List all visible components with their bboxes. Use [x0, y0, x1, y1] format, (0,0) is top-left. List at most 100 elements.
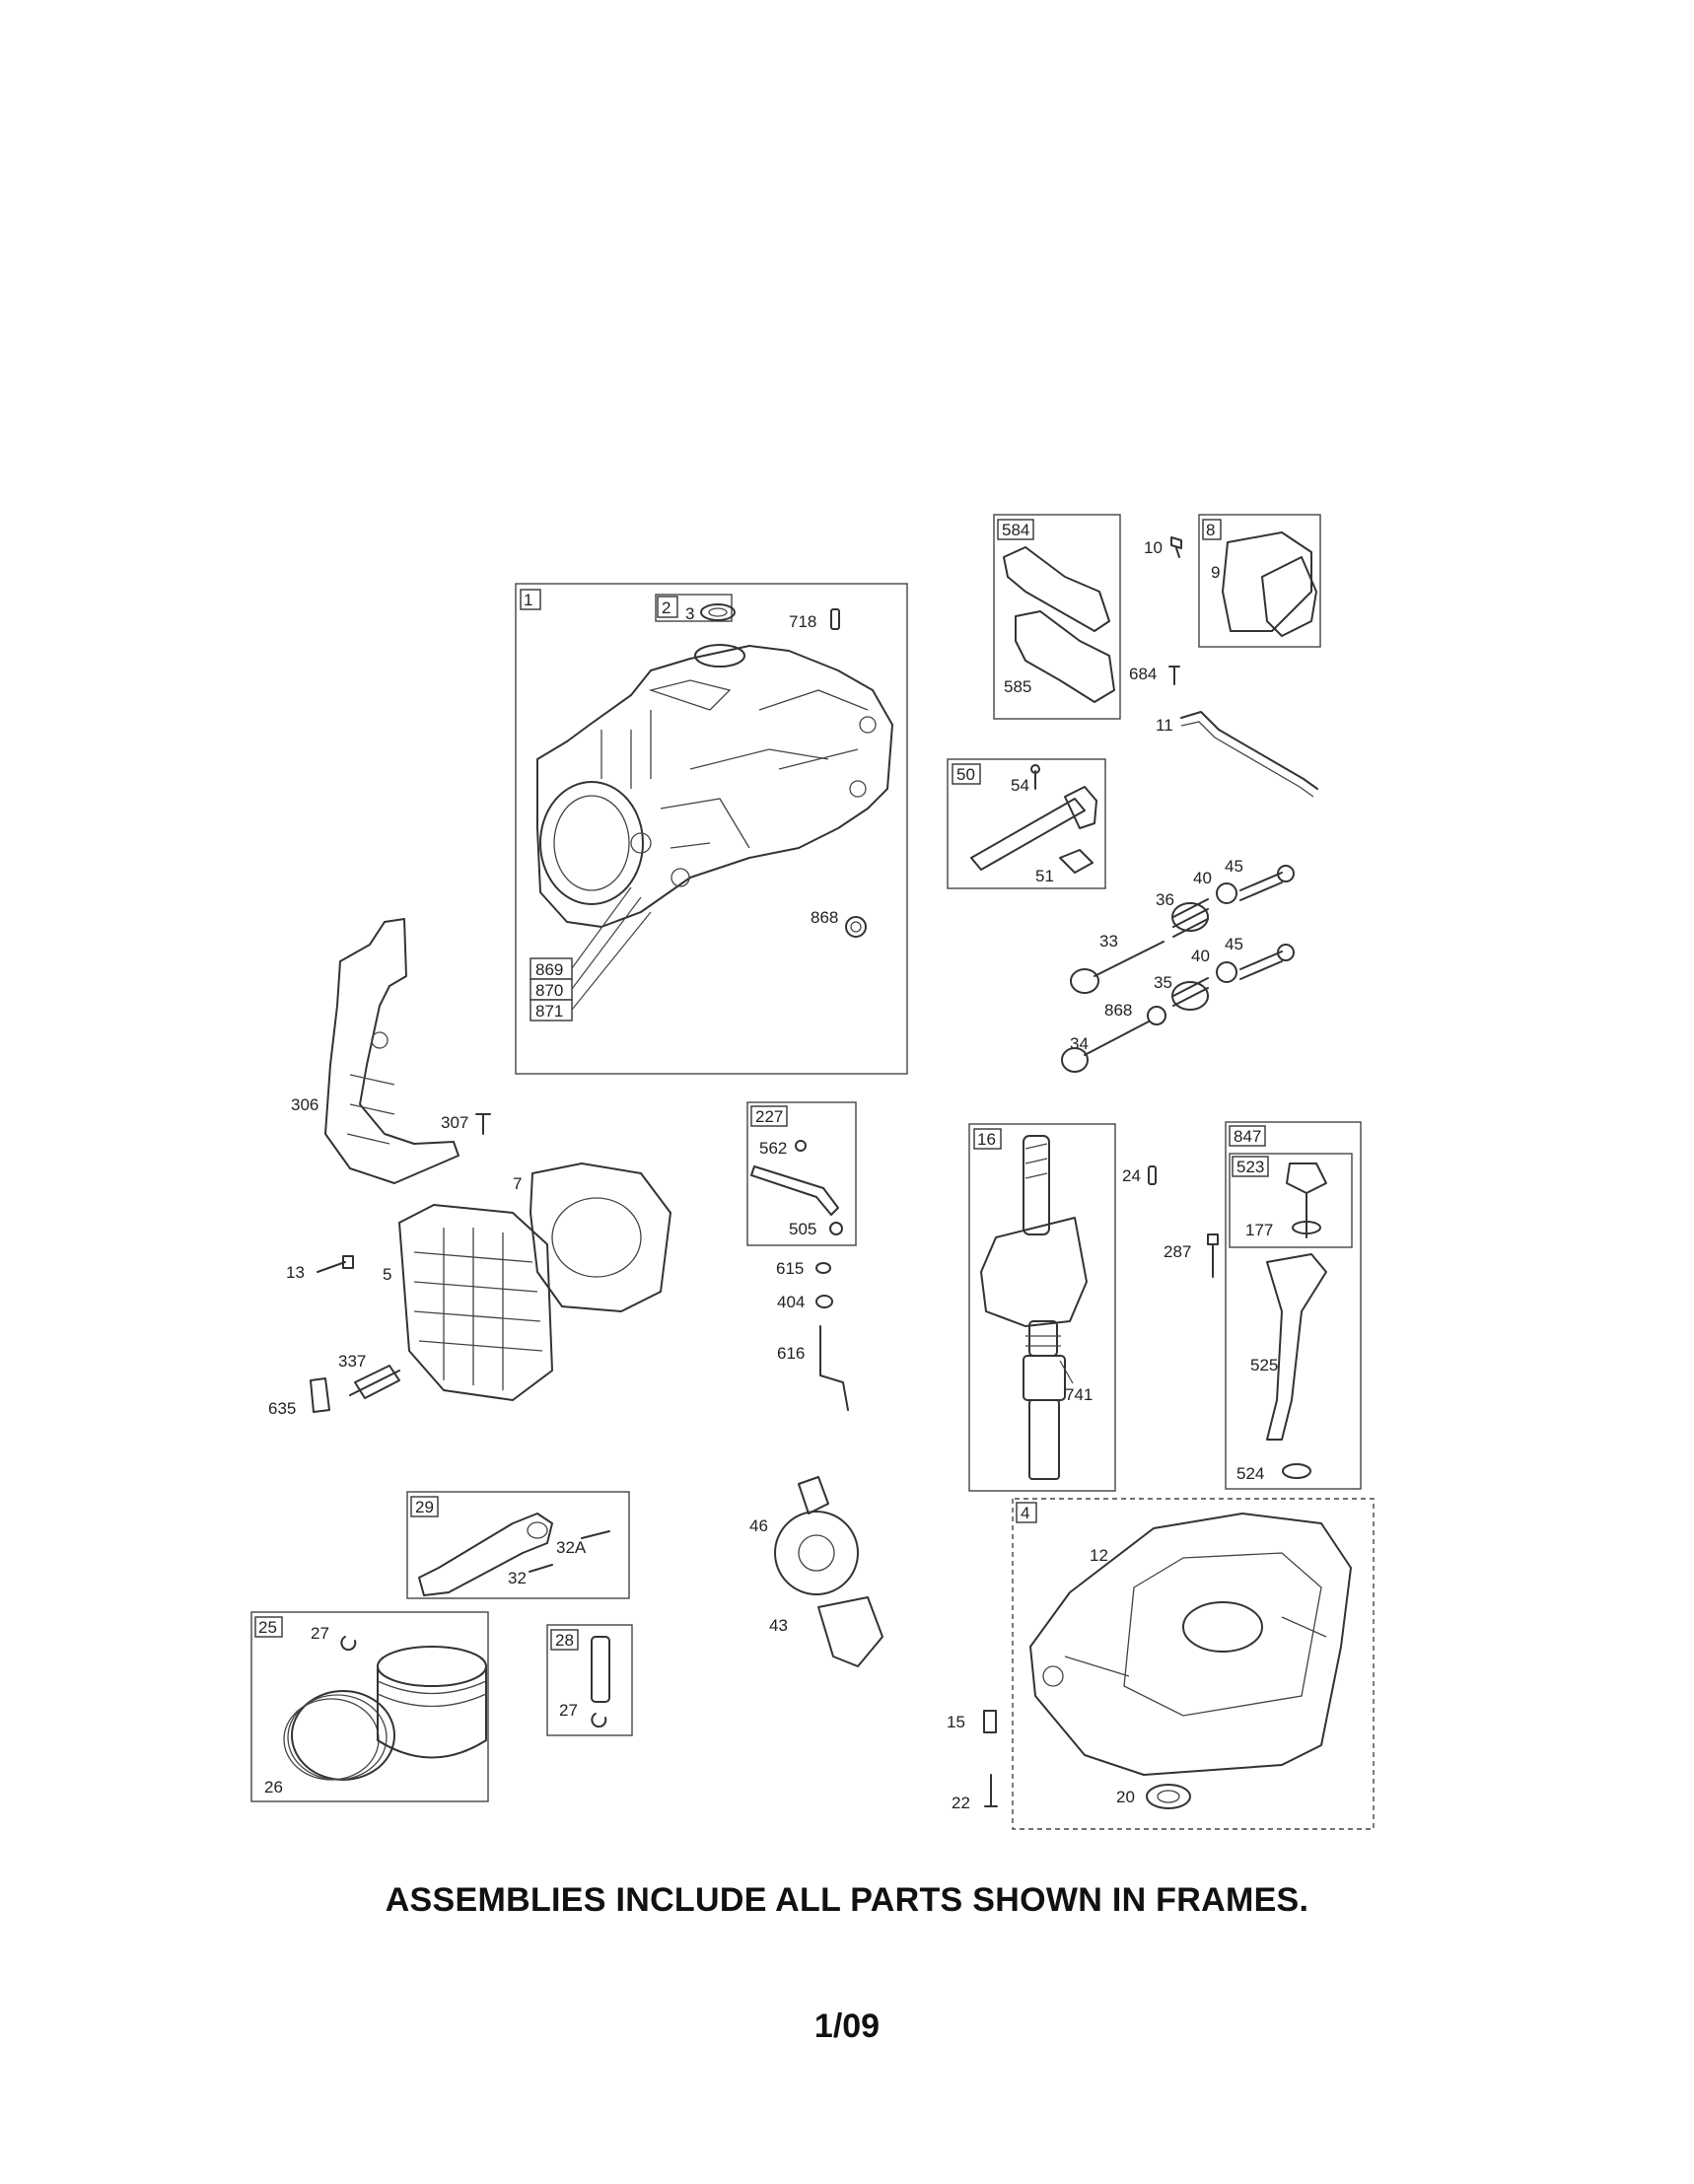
washer-icon: [815, 1295, 833, 1308]
frame-tag-870: 870: [535, 981, 563, 1000]
dipstick-tube-icon: [1266, 1253, 1327, 1441]
frame-tag-227: 227: [755, 1107, 783, 1126]
frame-tag-28: 28: [555, 1631, 574, 1650]
dowel-pin-icon: [830, 608, 840, 630]
label-741: 741: [1065, 1385, 1093, 1404]
bolt-icon: [581, 1530, 610, 1539]
label-9: 9: [1211, 563, 1220, 582]
label-54: 54: [1011, 776, 1029, 795]
cam-parts: 46 43: [749, 1476, 883, 1667]
frame-tag-869: 869: [535, 960, 563, 979]
frame-tag-871: 871: [535, 1002, 563, 1021]
label-27: 27: [311, 1624, 329, 1643]
frame-governor-assembly: 227 562 505 615 404 616: [746, 1101, 857, 1411]
bolt-icon: [1168, 666, 1180, 685]
label-868b: 868: [1104, 1001, 1132, 1020]
frame-tag-584: 584: [1002, 521, 1029, 539]
frame-tag-16: 16: [977, 1130, 996, 1149]
gasket-icon: [1015, 610, 1115, 703]
label-7: 7: [513, 1174, 522, 1193]
label-307: 307: [441, 1113, 468, 1132]
page-date: 1/09: [813, 2008, 881, 2045]
label-36: 36: [1156, 890, 1174, 909]
pin-icon: [815, 1262, 831, 1274]
label-26: 26: [264, 1778, 283, 1797]
camshaft-icon: [798, 1476, 829, 1515]
label-24: 24: [1122, 1166, 1141, 1185]
label-635: 635: [268, 1399, 296, 1418]
label-32: 32: [508, 1569, 527, 1587]
label-33: 33: [1099, 932, 1118, 951]
governor-shaft-icon: [819, 1325, 849, 1411]
label-177: 177: [1245, 1221, 1273, 1239]
label-615: 615: [776, 1259, 804, 1278]
frame-crankshaft-assembly: 16 741: [968, 1123, 1116, 1492]
frame-connecting-rod-assembly: 29 32A 32: [406, 1491, 630, 1599]
label-15: 15: [947, 1713, 965, 1731]
frame-cover-assembly: 8 10 9 684 11: [1129, 514, 1321, 798]
dowel-pin-icon: [1148, 1165, 1157, 1185]
wrist-pin-icon: [591, 1636, 610, 1703]
label-12: 12: [1090, 1546, 1108, 1565]
frame-tag-1: 1: [524, 591, 532, 609]
governor-lever-icon: [750, 1165, 839, 1216]
label-11: 11: [1156, 716, 1173, 735]
air-guide-icon: [324, 918, 459, 1184]
label-562: 562: [759, 1139, 787, 1158]
oil-sump-icon: [1029, 1513, 1352, 1776]
label-404: 404: [777, 1293, 805, 1311]
label-35: 35: [1154, 973, 1172, 992]
label-27b: 27: [559, 1701, 578, 1720]
frame-tag-25: 25: [258, 1618, 277, 1637]
head-gasket-icon: [529, 1162, 671, 1312]
gasket-icon: [1003, 546, 1110, 632]
seal-icon: [1147, 1006, 1166, 1025]
head-parts: 306 307 7 13 5 337 635: [268, 918, 671, 1418]
valve-rotator-icon: [1239, 951, 1283, 980]
spark-plug-boot-icon: [310, 1377, 330, 1413]
frame-tag-8: 8: [1206, 521, 1215, 539]
label-10: 10: [1144, 538, 1163, 557]
label-45: 45: [1225, 857, 1243, 876]
piston-icon: [377, 1646, 487, 1759]
retainer-icon: [1216, 882, 1237, 904]
seal-icon: [845, 916, 867, 938]
frame-tag-29: 29: [415, 1498, 434, 1516]
label-40b: 40: [1191, 947, 1210, 965]
frame-wrist-pin-assembly: 28 27: [546, 1624, 633, 1736]
retaining-ring-icon: [340, 1636, 357, 1652]
assemblies-note: ASSEMBLIES INCLUDE ALL PARTS SHOWN IN FR…: [385, 1881, 1309, 1919]
frame-tag-2: 2: [662, 599, 671, 617]
cylinder-block-icon: [536, 644, 893, 928]
gasket-icon: [1059, 849, 1094, 874]
seal-icon: [1282, 1463, 1311, 1479]
label-718: 718: [789, 612, 816, 631]
valve-spring-icon: [1172, 898, 1209, 938]
frame-piston-assembly: 25 27 26: [250, 1611, 489, 1802]
nut-icon: [829, 1222, 843, 1235]
bolt-icon: [984, 1774, 998, 1807]
label-45b: 45: [1225, 935, 1243, 953]
frame-tag-523: 523: [1236, 1158, 1264, 1176]
label-524: 524: [1236, 1464, 1264, 1483]
oil-seal-icon: [1146, 1784, 1191, 1809]
cylinder-head-icon: [398, 1204, 553, 1401]
bolt-icon: [475, 1113, 491, 1135]
valve-rotator-icon: [1239, 872, 1283, 901]
frame-tag-50: 50: [956, 765, 975, 784]
label-40: 40: [1193, 869, 1212, 887]
frame-tube-assembly: 50 54 51: [947, 758, 1106, 889]
label-525: 525: [1250, 1356, 1278, 1374]
oil-pump-icon: [817, 1596, 883, 1667]
head-bolt-icon: [317, 1261, 346, 1273]
label-505: 505: [789, 1220, 816, 1238]
label-32a: 32A: [556, 1538, 587, 1557]
exhaust-valve-icon: [1084, 1021, 1150, 1056]
label-34: 34: [1070, 1034, 1089, 1053]
gasket-icon: [1222, 531, 1312, 632]
bolt-icon: [529, 1564, 553, 1573]
label-868: 868: [811, 908, 838, 927]
label-51: 51: [1035, 867, 1054, 885]
screw-icon: [1170, 536, 1182, 558]
frame-gasket-assembly: 584 585: [993, 514, 1121, 720]
